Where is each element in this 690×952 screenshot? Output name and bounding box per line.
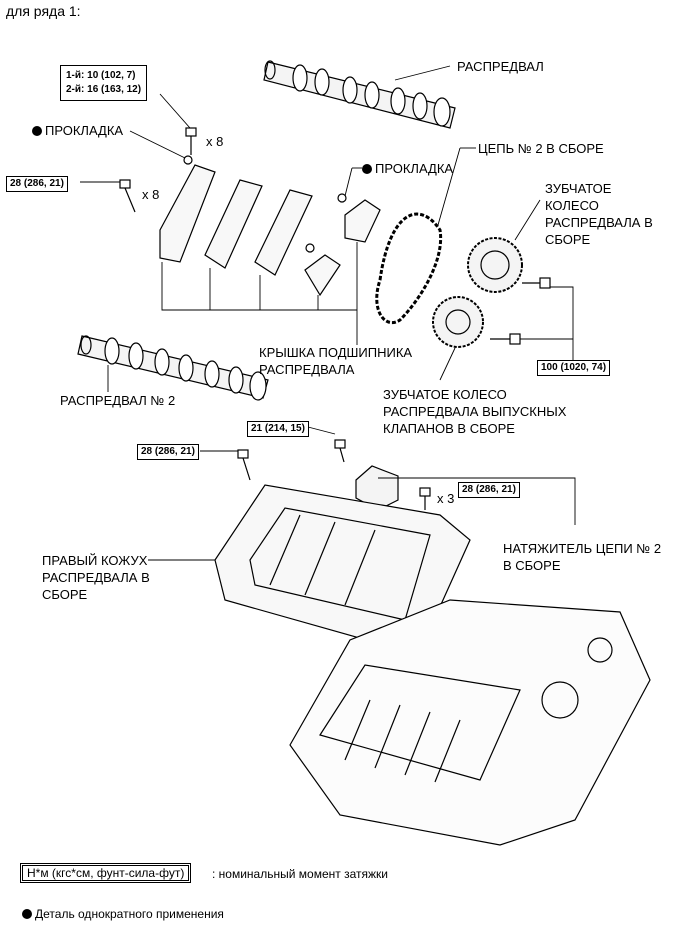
label-sprocket-line: ЗУБЧАТОЕ bbox=[545, 181, 612, 196]
torque-cap-second: 2-й: 16 (163, 12) bbox=[66, 84, 142, 95]
label-chain-2: ЦЕПЬ № 2 В СБОРЕ bbox=[478, 141, 604, 156]
label-gasket-2: ПРОКЛАДКА bbox=[362, 160, 453, 177]
tensioner-drawing bbox=[355, 465, 399, 511]
camshaft-2-drawing bbox=[77, 335, 269, 401]
label-bearing-cap: КРЫШКА ПОДШИПНИКА РАСПРЕДВАЛА bbox=[259, 344, 412, 378]
label-exhaust-sprocket: ЗУБЧАТОЕ КОЛЕСО РАСПРЕДВАЛА ВЫПУСКНЫХ КЛ… bbox=[383, 386, 566, 437]
single-use-dot bbox=[32, 126, 42, 136]
label-tensioner: НАТЯЖИТЕЛЬ ЦЕПИ № 2 В СБОРЕ bbox=[503, 540, 661, 574]
label-sprocket-line: СБОРЕ bbox=[545, 232, 591, 247]
count-x8-top: x 8 bbox=[206, 134, 224, 149]
chain-drawing bbox=[375, 212, 443, 324]
label-camshaft-2: РАСПРЕДВАЛ № 2 bbox=[60, 393, 176, 408]
label-gasket-2-text: ПРОКЛАДКА bbox=[375, 161, 454, 176]
legend-unit-text: : номинальный момент затяжки bbox=[212, 867, 388, 881]
label-exhaust-sprocket-line: КЛАПАНОВ В СБОРЕ bbox=[383, 421, 515, 436]
single-use-dot bbox=[22, 909, 32, 919]
legend-single-use: Деталь однократного применения bbox=[22, 906, 224, 923]
label-exhaust-sprocket-line: ЗУБЧАТОЕ КОЛЕСО bbox=[383, 387, 507, 402]
torque-box-cover: 28 (286, 21) bbox=[137, 444, 199, 460]
cover-drawing bbox=[214, 484, 471, 649]
page-header: для ряда 1: bbox=[6, 3, 81, 19]
legend-unit-box: Н*м (кгс*см, фунт-сила-фут) bbox=[20, 863, 192, 883]
label-bearing-cap-line: КРЫШКА ПОДШИПНИКА bbox=[259, 345, 413, 360]
single-use-dot bbox=[362, 164, 372, 174]
label-exhaust-sprocket-line: РАСПРЕДВАЛА ВЫПУСКНЫХ bbox=[383, 404, 567, 419]
label-camshaft: РАСПРЕДВАЛ bbox=[457, 59, 544, 74]
torque-cap-first: 1-й: 10 (102, 7) bbox=[66, 70, 136, 81]
torque-box-left: 28 (286, 21) bbox=[6, 176, 68, 192]
label-gasket-1: ПРОКЛАДКА bbox=[32, 122, 123, 139]
legend-single-use-text: Деталь однократного применения bbox=[35, 907, 224, 921]
cylinder-head-drawing bbox=[289, 599, 651, 846]
label-cover-line: ПРАВЫЙ КОЖУХ bbox=[42, 553, 148, 568]
torque-box-cap: 1-й: 10 (102, 7) 2-й: 16 (163, 12) bbox=[60, 65, 148, 101]
label-cover: ПРАВЫЙ КОЖУХ РАСПРЕДВАЛА В СБОРЕ bbox=[42, 552, 150, 603]
torque-box-sprocket: 100 (1020, 74) bbox=[537, 360, 611, 376]
label-sprocket-line: РАСПРЕДВАЛА В bbox=[545, 215, 653, 230]
label-sprocket: ЗУБЧАТОЕ КОЛЕСО РАСПРЕДВАЛА В СБОРЕ bbox=[545, 180, 653, 248]
label-gasket-1-text: ПРОКЛАДКА bbox=[45, 123, 124, 138]
bearing-caps-drawing bbox=[159, 155, 381, 297]
leader-lines bbox=[80, 65, 576, 561]
count-x8-left: x 8 bbox=[142, 187, 160, 202]
torque-box-tensioner-bolt: 28 (286, 21) bbox=[458, 482, 520, 498]
label-tensioner-line: НАТЯЖИТЕЛЬ ЦЕПИ № 2 bbox=[503, 541, 662, 556]
sprockets-drawing bbox=[432, 237, 523, 348]
label-tensioner-line: В СБОРЕ bbox=[503, 558, 561, 573]
count-x3: x 3 bbox=[437, 491, 455, 506]
label-bearing-cap-line: РАСПРЕДВАЛА bbox=[259, 362, 355, 377]
camshaft-top-drawing bbox=[263, 60, 456, 129]
bolts-drawing bbox=[119, 127, 551, 510]
label-cover-line: СБОРЕ bbox=[42, 587, 88, 602]
torque-box-tensioner-top: 21 (214, 15) bbox=[247, 421, 309, 437]
label-sprocket-line: КОЛЕСО bbox=[545, 198, 599, 213]
label-cover-line: РАСПРЕДВАЛА В bbox=[42, 570, 150, 585]
